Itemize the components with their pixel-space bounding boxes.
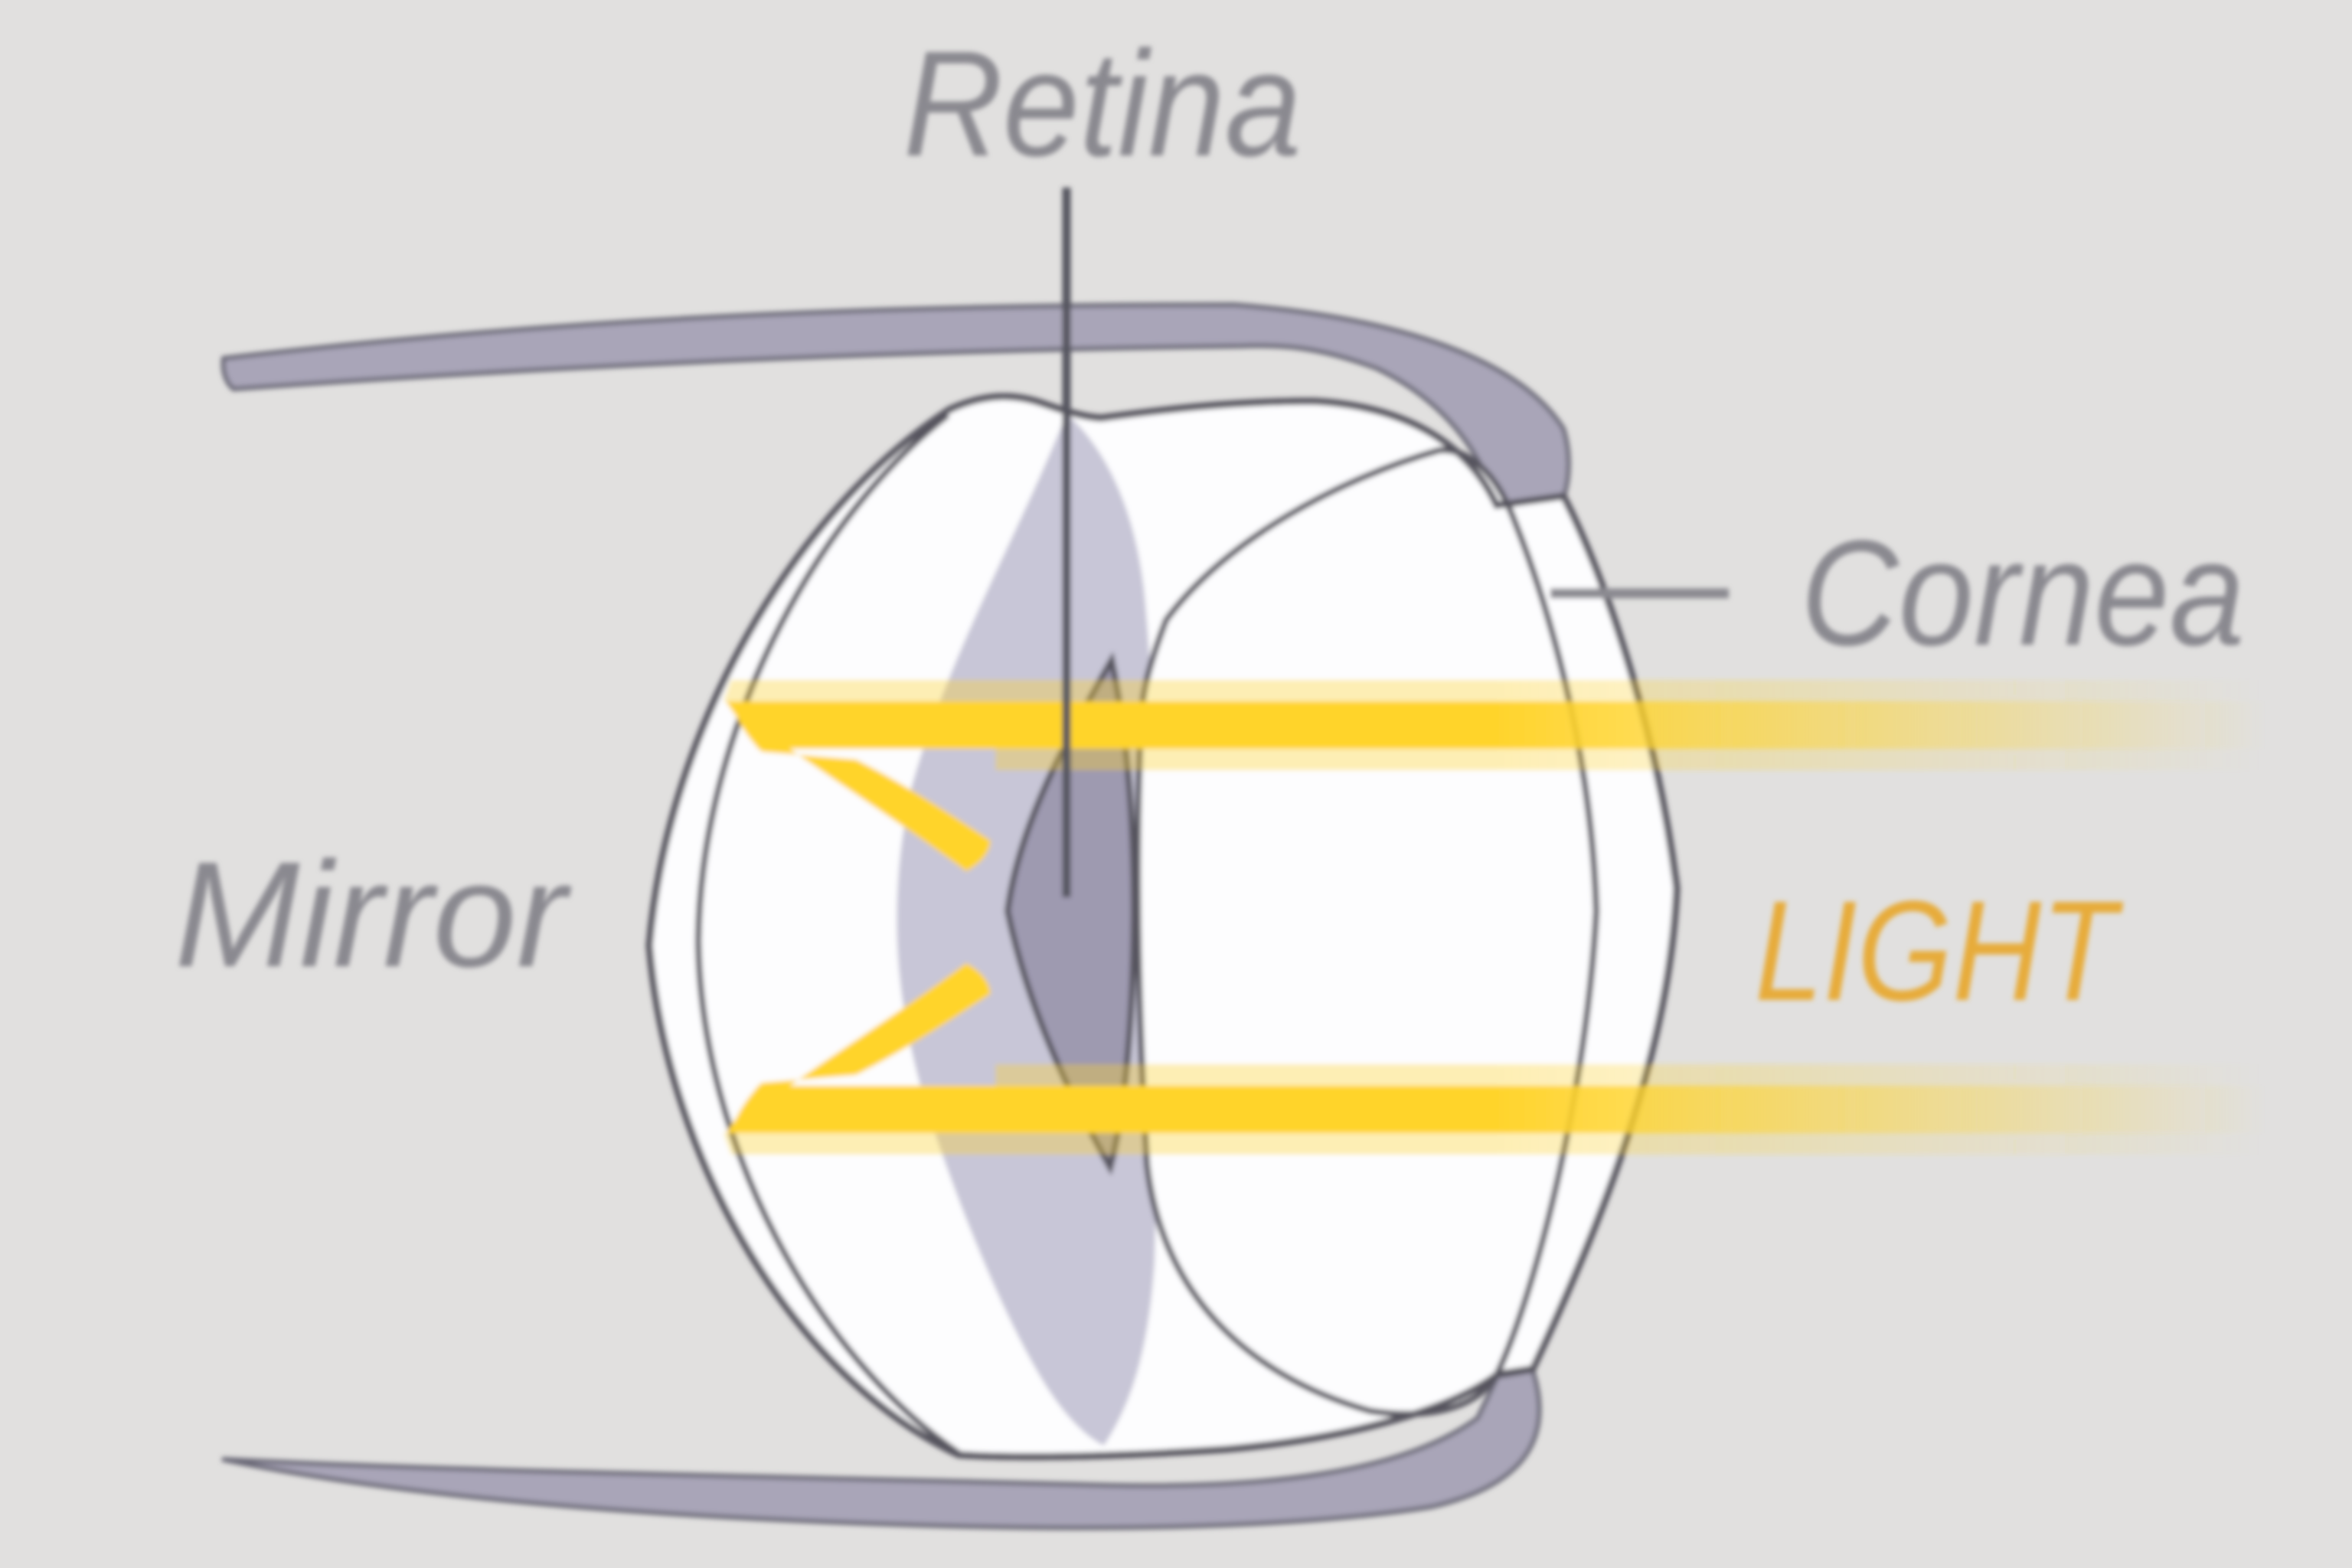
beam-bottom-fringe-lower [724,1133,2266,1155]
reflected-beam-top [731,704,991,871]
reflected-beam-bottom [731,963,991,1130]
lens [1135,446,1600,1417]
retina-label: Retina [903,20,1302,188]
beam-top-fringe-upper [724,680,2266,701]
retina-band [1004,651,1138,1176]
light-label: LIGHT [1755,872,2124,1031]
beam-top-fringe-lower [995,749,2266,770]
light-beam-top [726,701,2266,749]
cornea-label: Cornea [1801,509,2245,677]
mantle-band-bottom [221,1367,1542,1530]
light-beam-bottom [726,1086,2266,1133]
mirror-inner-arc [694,412,961,1456]
beam-fringes [724,680,2266,1155]
eye-shell-outline [645,393,1681,1461]
beam-bottom-fringe-upper [995,1064,2266,1086]
mirror-label: Mirror [175,831,572,998]
